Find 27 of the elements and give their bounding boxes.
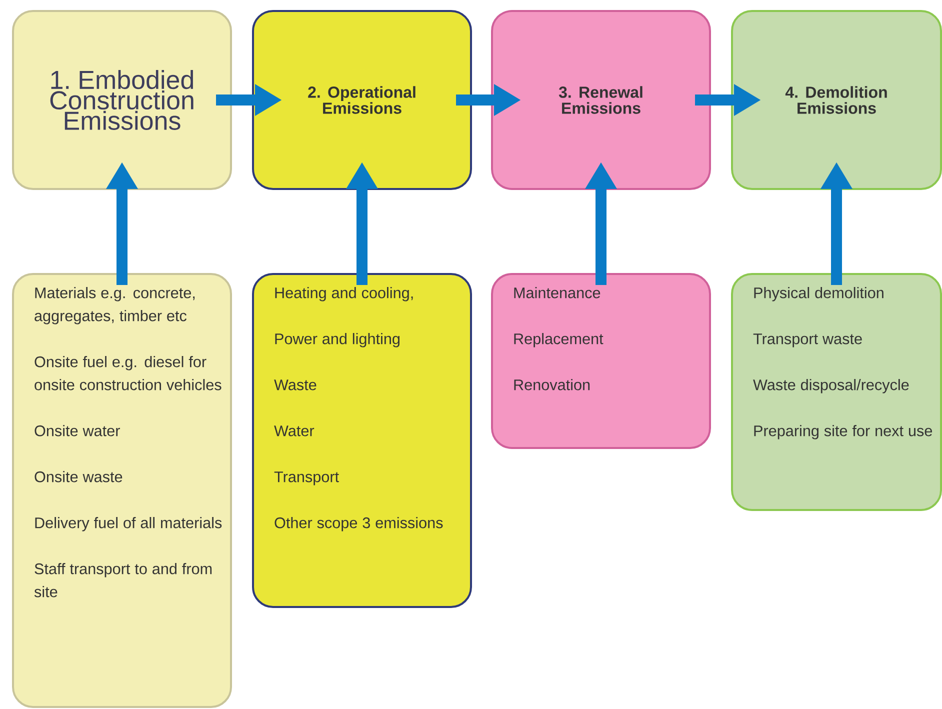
source-box xyxy=(12,273,232,708)
list-item: Staff transport to and from site xyxy=(34,563,212,598)
list-item: Onsite water xyxy=(34,425,120,436)
source-box xyxy=(252,273,472,608)
list-item: Transport waste xyxy=(753,334,862,348)
list-item: Renovation xyxy=(514,379,590,390)
list-item: Maintenance xyxy=(514,287,600,298)
list-item: Physical demolition xyxy=(754,287,884,302)
list-item: Power and lighting xyxy=(275,333,400,348)
list-item: Transport xyxy=(274,472,339,486)
stage-box: 1. Embodied Construction Emissions xyxy=(12,10,232,190)
list-item: Other scope 3 emissions xyxy=(274,517,443,532)
list-item: Heating and cooling, xyxy=(275,287,413,302)
list-item: Materials e.g. concrete, aggregates, timber etc xyxy=(34,287,195,324)
list-item: Waste disposal/recycle xyxy=(753,379,909,394)
list-item: Onsite waste xyxy=(34,471,122,482)
stage-box: 2. Operational Emissions xyxy=(252,10,472,190)
source-box xyxy=(491,273,711,449)
source-box xyxy=(731,273,942,511)
list-item: Waste xyxy=(274,380,316,390)
list-item: Preparing site for next use xyxy=(754,425,932,440)
list-item: Water xyxy=(274,426,314,436)
list-item: Replacement xyxy=(514,333,604,348)
stage-box: 3. Renewal Emissions xyxy=(491,10,711,190)
stage-box: 4. Demolition Emissions xyxy=(731,10,942,190)
list-item: Onsite fuel e.g. diesel for onsite construction vehicles xyxy=(34,356,222,390)
list-item: Delivery fuel of all materials xyxy=(35,517,222,532)
